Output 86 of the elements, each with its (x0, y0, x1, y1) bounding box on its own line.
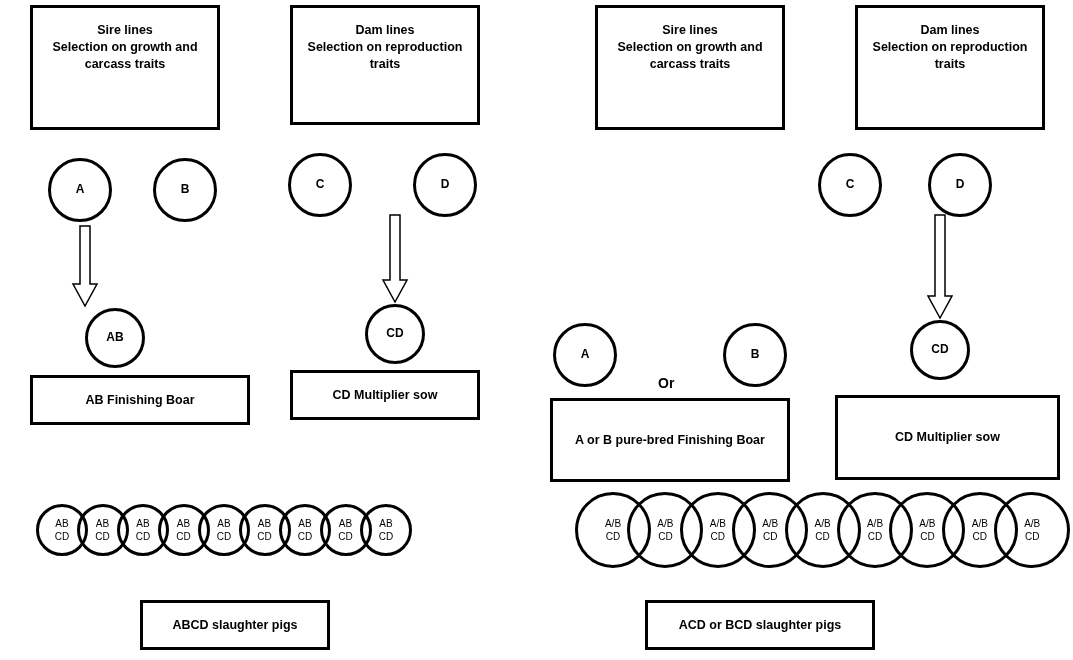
circle-node (198, 504, 250, 556)
circle-node (553, 323, 617, 387)
label-box (30, 5, 220, 130)
circle-label: AB CD (256, 516, 273, 544)
circle-label: CD (931, 342, 949, 358)
circle-label: A/B CD (708, 516, 727, 544)
circle-node (319, 504, 372, 556)
circle-label: C (315, 177, 325, 193)
circle-label: A/B CD (656, 516, 675, 544)
circle-label: D (955, 177, 965, 193)
box-text: Selection on growth and carcass traits (51, 38, 199, 73)
box-text: Selection on growth and carcass traits (616, 38, 764, 73)
box-heading: Sire lines (97, 22, 153, 39)
label-box (550, 398, 790, 482)
hollow-arrow (71, 225, 99, 308)
circle-label: AB CD (337, 516, 354, 544)
box-text: Selection on reproduction traits (306, 38, 464, 73)
or-text: Or (658, 375, 675, 391)
box-text: ACD or BCD slaughter pigs (678, 616, 842, 634)
circle-label: AB CD (175, 516, 192, 544)
circle-node (117, 504, 169, 556)
label-box (140, 600, 330, 650)
circle-node (157, 504, 210, 556)
label-box (595, 5, 785, 130)
circle-label: CD (386, 326, 404, 342)
circle-label: B (750, 347, 760, 363)
circle-label: D (440, 177, 450, 193)
label-box (645, 600, 875, 650)
circle-label: A/B CD (865, 516, 885, 544)
label-box (30, 375, 250, 425)
circle-node (76, 504, 129, 556)
circle-node (48, 158, 112, 222)
circle-node (837, 492, 913, 568)
circle-label: B (180, 182, 190, 198)
circle-node (36, 504, 88, 556)
circle-node (365, 304, 425, 364)
circle-label: C (845, 177, 855, 193)
circle-node (784, 492, 861, 568)
circle-node (732, 492, 809, 568)
circle-node (679, 492, 756, 568)
label-box (835, 395, 1060, 480)
circle-label: AB (106, 330, 124, 346)
label-box (855, 5, 1045, 130)
circle-node (575, 492, 651, 568)
circle-node (928, 153, 992, 217)
circle-label: A/B CD (813, 516, 832, 544)
circle-node (279, 504, 331, 556)
circle-label: A/B CD (1023, 516, 1042, 544)
box-text: Selection on reproduction traits (871, 38, 1029, 73)
circle-node (360, 504, 412, 556)
box-text: AB Finishing Boar (85, 391, 195, 409)
label-box (290, 370, 480, 420)
circle-label: AB CD (377, 516, 395, 544)
circle-node (818, 153, 882, 217)
hollow-arrow (926, 214, 954, 320)
box-heading: Dam lines (355, 22, 415, 39)
circle-label: AB CD (296, 516, 314, 544)
circle-label: A/B CD (603, 516, 623, 544)
label-box (290, 5, 480, 125)
box-heading: Sire lines (662, 22, 718, 39)
circle-node (723, 323, 787, 387)
box-text: CD Multiplier sow (332, 386, 438, 404)
circle-node (941, 492, 1018, 568)
circle-label: A/B CD (761, 516, 780, 544)
circle-node (413, 153, 477, 217)
box-heading: Dam lines (920, 22, 980, 39)
circle-node (889, 492, 966, 568)
circle-label: AB CD (215, 516, 233, 544)
circle-node (238, 504, 291, 556)
circle-node (153, 158, 217, 222)
circle-label: A/B CD (970, 516, 989, 544)
circle-label: A (580, 347, 590, 363)
circle-node (910, 320, 970, 380)
box-text: CD Multiplier sow (895, 429, 1000, 446)
circle-label: AB CD (134, 516, 152, 544)
circle-node (85, 308, 145, 368)
circle-label: AB CD (94, 516, 111, 544)
circle-node (994, 492, 1071, 568)
circle-node (288, 153, 352, 217)
circle-label: A/B CD (918, 516, 937, 544)
circle-label: AB CD (53, 516, 71, 544)
circle-node (627, 492, 704, 568)
hollow-arrow (381, 214, 409, 304)
circle-label: A (75, 182, 85, 198)
box-text: A or B pure-bred Finishing Boar (575, 431, 765, 449)
box-text: ABCD slaughter pigs (172, 616, 298, 634)
